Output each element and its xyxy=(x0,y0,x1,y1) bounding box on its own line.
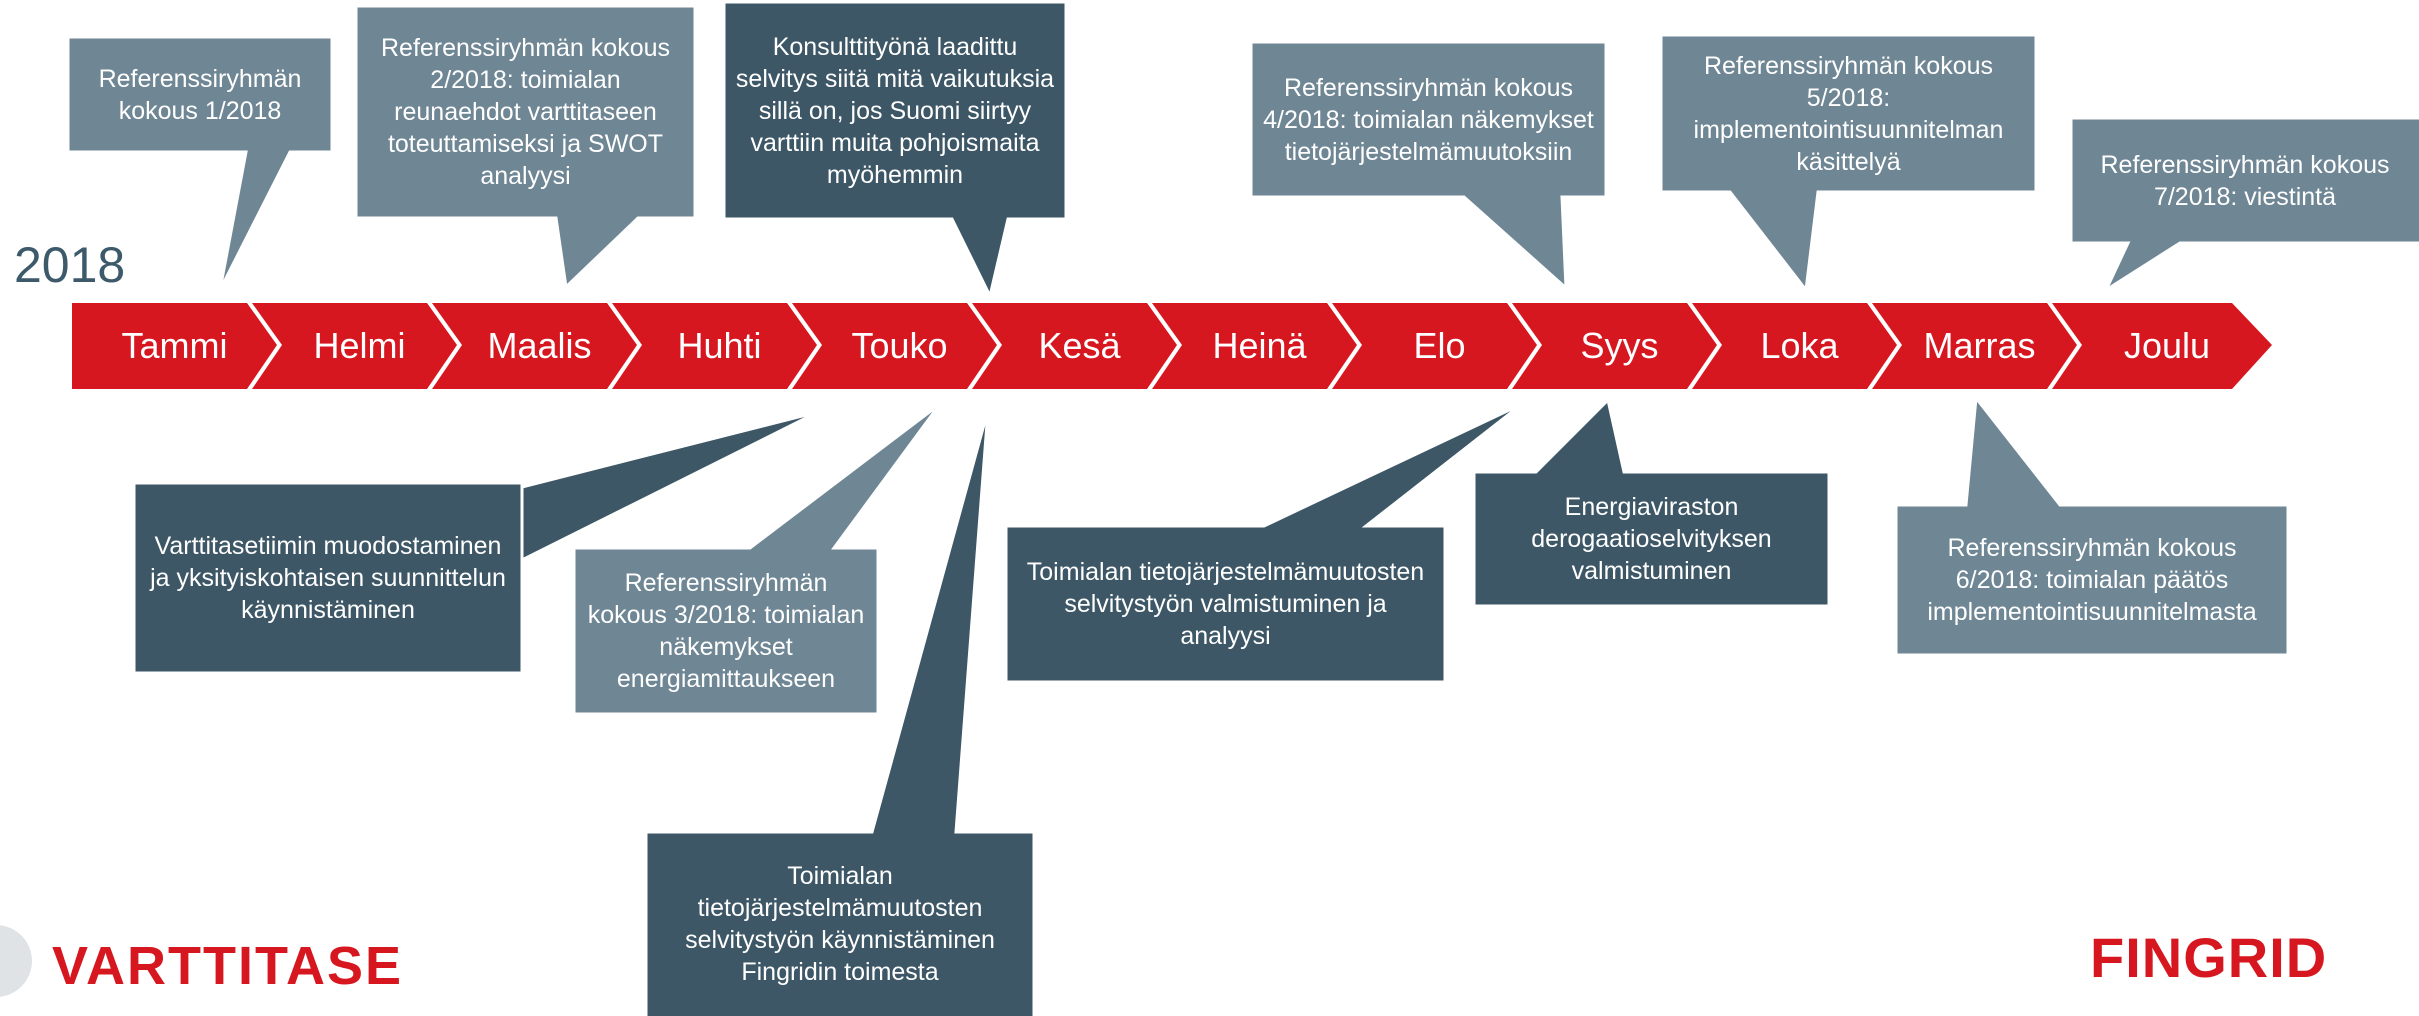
callout-text-3: Konsulttityönä laadittu selvitys siitä m… xyxy=(735,32,1055,189)
month-label-syys: Syys xyxy=(1580,325,1659,366)
month-segment-syys xyxy=(1512,303,1717,389)
fingrid-logo: FINGRID xyxy=(2090,926,2328,989)
callout-text-1: Referenssiryhmän kokous 1/2018 xyxy=(98,64,302,125)
month-label-huhti: Huhti xyxy=(677,325,762,366)
callout-shape-6 xyxy=(2069,116,2419,295)
month-label-elo: Elo xyxy=(1413,325,1466,366)
month-segment-heina xyxy=(1152,303,1357,389)
month-label-tammi: Tammi xyxy=(121,325,228,366)
month-segment-marras xyxy=(1872,303,2077,389)
month-segment-elo xyxy=(1332,303,1537,389)
callout-text-12: Referenssiryhmän kokous 6/2018: toimiala… xyxy=(1927,534,2257,626)
callout-shape-3 xyxy=(722,0,1068,301)
callout-shape-5 xyxy=(1659,33,2038,294)
callout-text-10: Toimialan tietojärjestelmämuutosten selv… xyxy=(1026,558,1425,650)
callout-text-5: Referenssiryhmän kokous 5/2018: implemen… xyxy=(1693,51,2004,176)
callout-text-9: Toimialan tietojärjestelmämuutosten selv… xyxy=(685,862,995,986)
month-label-joulu: Joulu xyxy=(2123,325,2211,366)
callout-shape-8 xyxy=(572,402,942,716)
callout-text-4: Referenssiryhmän kokous 4/2018: toimiala… xyxy=(1263,73,1594,166)
callout-shape-11 xyxy=(1472,397,1831,608)
callout-shape-2 xyxy=(354,4,697,291)
month-segment-huhti xyxy=(612,303,817,389)
callout-shape-4 xyxy=(1249,40,1608,292)
month-label-kesa: Kesä xyxy=(1038,325,1121,366)
year-label: 2018 xyxy=(14,237,126,293)
callout-text-11: Energiaviraston derogaatioselvityksen va… xyxy=(1531,493,1772,585)
month-label-heina: Heinä xyxy=(1212,325,1307,366)
timeline-bar xyxy=(72,303,2272,389)
callout-shape-1 xyxy=(66,35,334,291)
callout-text-7: Varttitasetiimin muodostaminen ja yksity… xyxy=(150,532,506,624)
month-segment-tammi xyxy=(72,303,277,389)
month-segment-kesa xyxy=(972,303,1177,389)
month-label-marras: Marras xyxy=(1923,325,2036,366)
month-label-loka: Loka xyxy=(1760,325,1839,366)
callout-text-8: Referenssiryhmän kokous 3/2018: toimiala… xyxy=(587,569,865,693)
month-segment-loka xyxy=(1692,303,1897,389)
month-segment-maalis xyxy=(432,303,637,389)
callout-shape-9 xyxy=(644,409,1036,1016)
month-label-helmi: Helmi xyxy=(313,325,406,366)
month-label-maalis: Maalis xyxy=(487,325,592,366)
month-segment-touko xyxy=(792,303,997,389)
callout-text-2: Referenssiryhmän kokous 2/2018: toimiala… xyxy=(380,34,670,190)
month-segment-joulu xyxy=(2052,303,2272,389)
callout-shape-7 xyxy=(132,410,819,675)
callout-text-6: Referenssiryhmän kokous 7/2018: viestint… xyxy=(2100,150,2390,211)
month-segment-helmi xyxy=(252,303,457,389)
month-label-touko: Touko xyxy=(851,325,948,366)
varttitase-logo: VARTTITASE xyxy=(52,936,403,996)
callout-shape-12 xyxy=(1894,394,2290,657)
callout-shape-10 xyxy=(1004,402,1523,684)
